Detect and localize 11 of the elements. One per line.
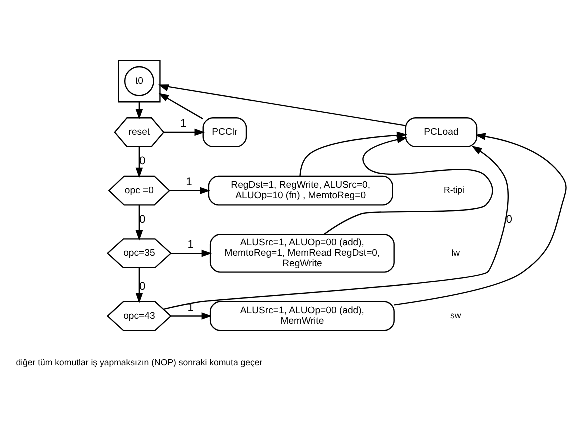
edge-label: 0 [506,214,513,226]
edge-label: 0 [140,281,146,294]
label: diğer tüm komutlar iş yapmaksızın (NOP) sonraki komuta geçer [16,358,263,368]
edge-label: 1 [188,239,194,252]
edge-label: 0 [140,156,146,168]
edge-label: 1 [180,118,187,130]
edge-label: 0 [140,214,146,226]
label: lw [452,248,460,258]
edge-label: 1 [186,176,192,188]
label: sw [450,310,462,321]
label: R-tipi [444,185,464,196]
